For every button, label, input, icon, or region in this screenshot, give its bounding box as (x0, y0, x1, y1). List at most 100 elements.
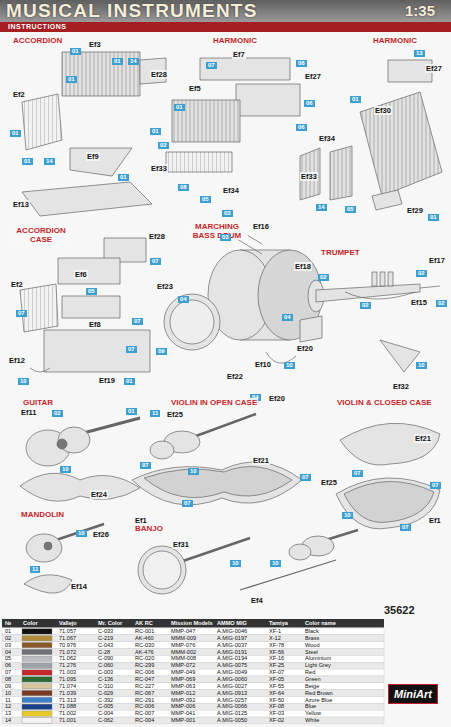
table-cell: RC-001 (135, 628, 154, 635)
harmonic-part (172, 100, 240, 142)
part-name: Ef23 (156, 282, 174, 291)
table-cell: 71.276 (59, 662, 76, 669)
part-name: Ef34 (318, 134, 336, 143)
section-title: HARMONIC (212, 36, 258, 45)
callout-number: 10 (188, 468, 199, 475)
table-cell: C-28 (98, 649, 110, 656)
callout-number: 07 (132, 318, 143, 325)
table-cell: C-392 (98, 697, 113, 704)
table-cell: Black (305, 628, 319, 635)
table-cell: Yellow (305, 710, 321, 717)
callout-number: 01 (124, 378, 135, 385)
table-cell: C-219 (98, 635, 113, 642)
bass-drum-part (164, 294, 220, 350)
table-cell: 10 (5, 690, 11, 697)
accordion-case-part (20, 284, 58, 332)
callout-number: 13 (414, 50, 425, 57)
violin-closed-case-part (240, 560, 336, 590)
table-cell: XF-16 (269, 655, 284, 662)
table-cell: RC-299 (135, 662, 154, 669)
table-header: Color (23, 620, 38, 627)
table-cell: 04 (5, 649, 11, 656)
table-cell: XF-50 (269, 697, 284, 704)
color-table-part (22, 636, 52, 641)
table-cell: XF-02 (269, 717, 284, 724)
part-name: Ef3 (88, 40, 102, 49)
harmonic-part (360, 92, 442, 196)
callout-number: 05 (345, 206, 356, 213)
part-name: Ef30 (374, 106, 392, 115)
table-cell: MMP-072 (171, 662, 195, 669)
table-cell: Blue (305, 703, 316, 710)
part-name: Ef11 (20, 408, 37, 417)
color-table-part (22, 643, 52, 648)
part-name: Ef13 (12, 200, 30, 209)
callout-number: 02 (416, 270, 427, 277)
table-header: Mission Models (171, 620, 213, 627)
banjo (138, 538, 250, 594)
table-cell: 71.039 (59, 690, 76, 697)
table-cell: RC-007 (135, 710, 154, 717)
section-title: MARCHING BASS DRUM (186, 222, 248, 240)
table-cell: XF-07 (269, 669, 284, 676)
table-cell: XF-08 (269, 703, 284, 710)
table-cell: RC-006 (135, 703, 154, 710)
section-title: GUITAR (22, 398, 54, 407)
table-cell: AK-476 (135, 649, 154, 656)
table-cell: 70.976 (59, 642, 76, 649)
color-table-part (2, 655, 384, 662)
scale-label: 1:35 (405, 2, 435, 19)
table-cell: MMP-092 (171, 697, 195, 704)
table-cell: A.MIG-0060 (217, 676, 247, 683)
table-cell: A.MIG-0913 (217, 690, 247, 697)
callout-number: 07 (206, 62, 217, 69)
table-header: AK RC (135, 620, 153, 627)
banjo-part (138, 546, 186, 594)
color-table-part (2, 690, 384, 697)
title-band (0, 0, 451, 22)
color-table-part (2, 662, 384, 669)
table-cell: XF-55 (269, 683, 284, 690)
part-name: Ef21 (414, 434, 432, 443)
table-cell: 71.002 (59, 710, 76, 717)
table-cell: 71.088 (59, 703, 76, 710)
callout-number: 01 (150, 128, 161, 135)
part-name: Ef32 (392, 382, 410, 391)
table-header: Vallejo (59, 620, 77, 627)
section-title: ACCORDION CASE (10, 226, 72, 244)
part-name: Ef31 (172, 540, 190, 549)
violin-open-case-part (144, 467, 292, 498)
guitar-part (57, 439, 67, 449)
part-name: Ef21 (252, 456, 270, 465)
table-cell: A.MIG-0257 (217, 697, 247, 704)
color-table-part (22, 670, 52, 675)
table-cell: Red Brown (305, 690, 333, 697)
callout-number: 07 (126, 346, 137, 353)
table-cell: A.MIG-0027 (217, 683, 247, 690)
part-name: Ef27 (425, 64, 443, 73)
guitar-part (20, 473, 140, 501)
table-cell: 01 (5, 628, 11, 635)
callout-number: 11 (150, 410, 160, 417)
callout-number: 09 (156, 348, 167, 355)
callout-number: 05 (86, 288, 97, 295)
trumpet-part (345, 292, 415, 299)
accordion-part (62, 52, 140, 96)
table-cell: Steel (305, 649, 318, 656)
trumpet-part (388, 272, 393, 286)
table-cell: XF-64 (269, 690, 284, 697)
harmonic-part (330, 146, 352, 200)
table-cell: C-060 (98, 662, 113, 669)
table-cell: Red (305, 669, 315, 676)
table-header: Tamiya (269, 620, 288, 627)
title-band-part (0, 0, 451, 22)
table-cell: MMP-006 (171, 703, 195, 710)
trumpet (308, 272, 440, 372)
callout-number: 05 (200, 196, 211, 203)
instructions-band-part (0, 22, 451, 32)
color-table (2, 619, 384, 724)
callout-number: 10 (342, 512, 353, 519)
table-cell: RC-227 (135, 683, 154, 690)
callout-number: 01 (118, 174, 129, 181)
part-name: Ef15 (410, 298, 428, 307)
